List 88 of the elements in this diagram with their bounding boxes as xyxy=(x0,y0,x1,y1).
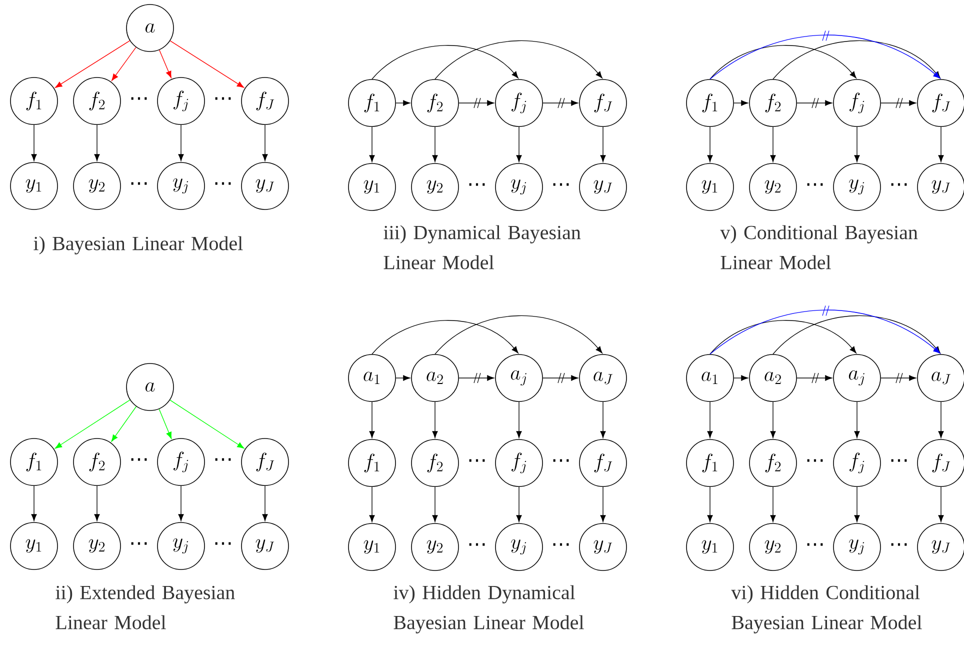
arrow xyxy=(396,375,410,381)
arrow xyxy=(770,126,776,162)
ellipsis: ⋯ xyxy=(469,459,485,462)
arrow xyxy=(734,375,748,381)
arrow xyxy=(854,402,860,438)
ellipsis: ⋯ xyxy=(553,543,569,546)
arrow xyxy=(262,486,268,521)
arrow xyxy=(516,402,522,438)
panel-caption: iii) Dynamical Bayesian Linear Model xyxy=(384,225,581,270)
ellipsis: ⋯ xyxy=(131,97,147,100)
ellipsis: ⋯ xyxy=(553,459,569,462)
ellipsis: ⋯ xyxy=(131,542,147,545)
arrow xyxy=(938,126,944,162)
arrow xyxy=(516,486,522,522)
curved-arrow xyxy=(372,320,518,354)
panel-caption: v) Conditional Bayesian Linear Model xyxy=(720,225,918,270)
ellipsis: ⋯ xyxy=(215,542,231,545)
arrow xyxy=(178,486,184,521)
arrow xyxy=(854,486,860,522)
ellipsis: ⋯ xyxy=(891,183,907,186)
arrow xyxy=(707,486,713,522)
arrow xyxy=(458,372,494,384)
arrow xyxy=(707,402,713,438)
ellipsis: ⋯ xyxy=(131,458,147,461)
arrow xyxy=(770,486,776,522)
ellipsis: ⋯ xyxy=(807,459,823,462)
arrow xyxy=(111,406,137,442)
arrow xyxy=(432,126,438,162)
arrow xyxy=(707,126,713,162)
ellipsis: ⋯ xyxy=(215,458,231,461)
arrow xyxy=(542,372,578,384)
panel-caption: i) Bayesian Linear Model xyxy=(34,236,243,254)
arrow xyxy=(158,408,172,439)
curved-arrow xyxy=(372,45,518,80)
arrow xyxy=(542,98,578,108)
arrow xyxy=(396,100,410,106)
curved-arrow xyxy=(434,40,602,80)
arrow xyxy=(55,40,130,88)
ellipsis: ⋯ xyxy=(469,183,485,186)
arrow xyxy=(938,402,944,438)
arrow xyxy=(170,40,244,88)
arrow xyxy=(262,124,268,161)
arrow xyxy=(796,372,832,384)
ellipsis: ⋯ xyxy=(469,543,485,546)
curved-arrow xyxy=(710,305,940,354)
arrow xyxy=(432,402,438,438)
panel-caption: vi) Hidden Conditional Bayesian Linear Model xyxy=(731,585,922,634)
curved-arrow xyxy=(772,315,940,354)
arrow xyxy=(938,486,944,522)
arrow xyxy=(369,402,375,438)
arrow xyxy=(94,486,100,521)
arrow xyxy=(516,126,522,162)
ellipsis: ⋯ xyxy=(215,182,231,185)
arrow xyxy=(458,98,494,108)
arrow xyxy=(600,486,606,522)
arrow xyxy=(880,98,916,108)
arrow xyxy=(31,124,37,161)
arrow xyxy=(112,47,136,81)
curved-arrow xyxy=(434,315,602,354)
ellipsis: ⋯ xyxy=(891,543,907,546)
ellipsis: ⋯ xyxy=(891,459,907,462)
arrow xyxy=(880,372,916,384)
curved-arrow xyxy=(710,320,856,354)
arrow xyxy=(178,124,184,161)
curved-arrow xyxy=(710,45,856,80)
panel-caption: iv) Hidden Dynamical Bayesian Linear Model xyxy=(394,585,584,634)
ellipsis: ⋯ xyxy=(215,97,231,100)
ellipsis: ⋯ xyxy=(131,182,147,185)
arrow xyxy=(600,402,606,438)
arrow xyxy=(170,400,244,448)
arrow xyxy=(734,100,748,106)
ellipsis: ⋯ xyxy=(807,543,823,546)
ellipsis: ⋯ xyxy=(553,183,569,186)
curved-arrow xyxy=(772,40,940,80)
arrow xyxy=(854,126,860,162)
arrow xyxy=(600,126,606,162)
arrow xyxy=(54,400,130,449)
arrow xyxy=(369,126,375,162)
arrow xyxy=(770,402,776,438)
arrow xyxy=(94,124,100,161)
arrow xyxy=(432,486,438,522)
curved-arrow xyxy=(710,30,940,80)
panel-caption: ii) Extended Bayesian Linear Model xyxy=(56,585,235,630)
arrow xyxy=(31,486,37,521)
ellipsis: ⋯ xyxy=(807,183,823,186)
arrow xyxy=(796,98,832,108)
arrow xyxy=(369,486,375,522)
arrow xyxy=(159,50,172,78)
